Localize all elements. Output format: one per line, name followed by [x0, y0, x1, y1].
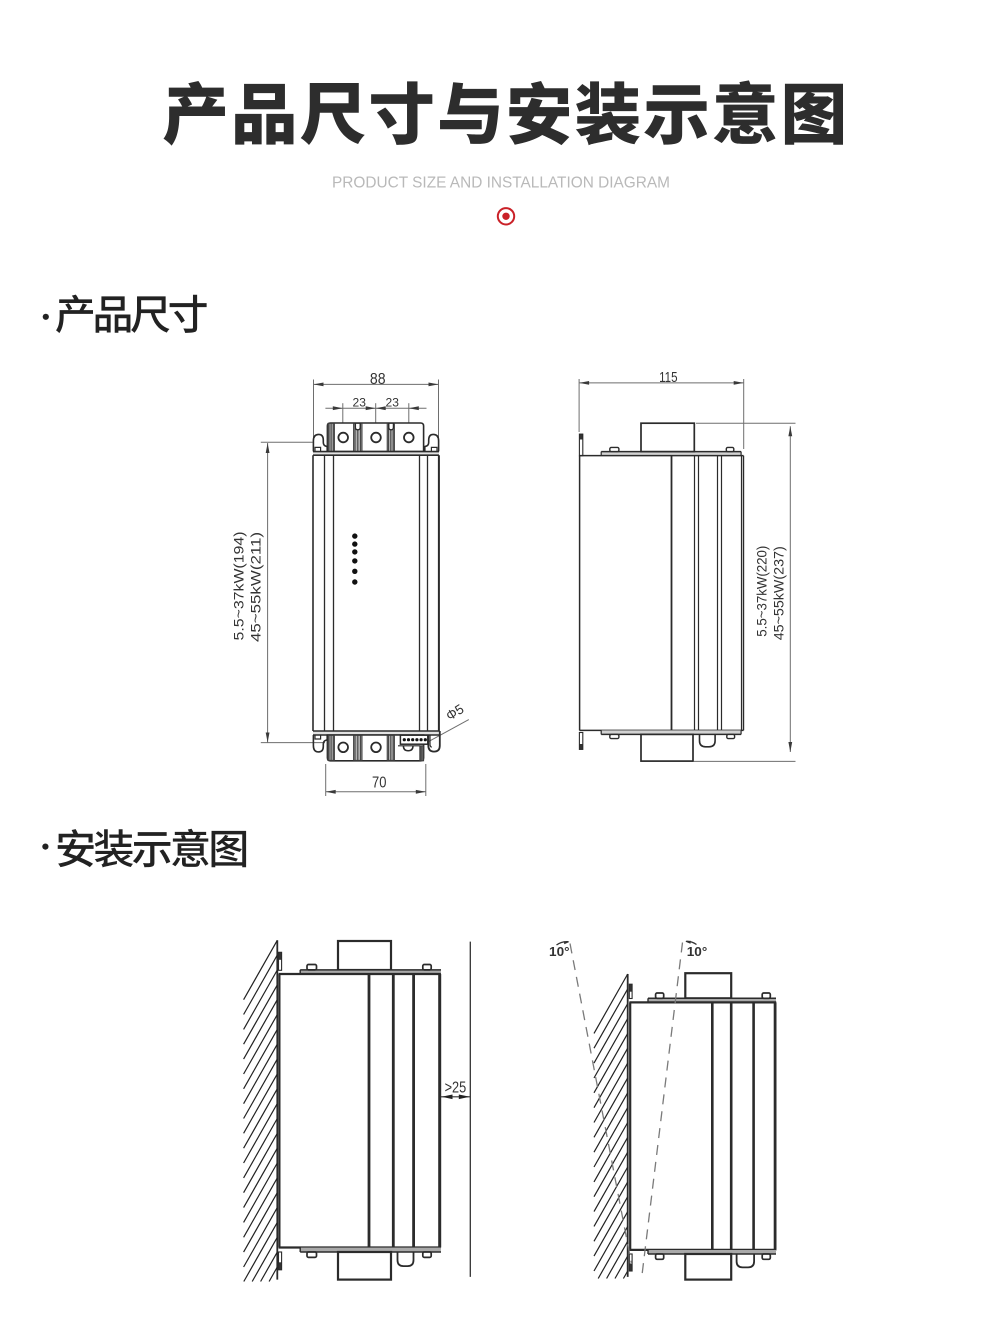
svg-text:70: 70	[372, 774, 386, 791]
svg-text:45~55kW(237): 45~55kW(237)	[772, 546, 788, 640]
svg-text:Φ5: Φ5	[443, 701, 466, 723]
svg-text:10°: 10°	[549, 945, 570, 959]
svg-text:88: 88	[370, 371, 386, 388]
svg-text:45~55kW(211): 45~55kW(211)	[248, 532, 264, 642]
svg-text:23: 23	[386, 395, 400, 409]
svg-text:23: 23	[353, 395, 367, 409]
svg-text:5.5~37kW(220): 5.5~37kW(220)	[755, 546, 771, 637]
svg-text:10°: 10°	[687, 945, 708, 959]
svg-text:115: 115	[659, 370, 677, 386]
svg-text:PRODUCT SIZE AND INSTALLATION: PRODUCT SIZE AND INSTALLATION DIAGRAM	[332, 174, 670, 191]
svg-text:>25: >25	[445, 1079, 467, 1096]
svg-text:5.5~37kW(194): 5.5~37kW(194)	[232, 532, 248, 641]
